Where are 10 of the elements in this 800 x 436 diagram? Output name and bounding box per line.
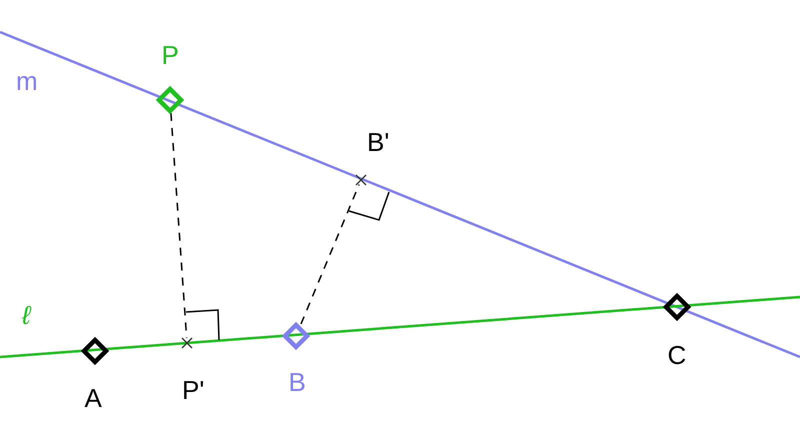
point-label: P: [162, 42, 179, 68]
line-label: ℓ: [22, 302, 30, 328]
point-label: A: [84, 385, 102, 411]
dashed-line: [170, 112, 188, 338]
point-label: B': [367, 129, 390, 155]
line-label: m: [16, 68, 38, 94]
point-label: B: [288, 369, 306, 395]
point-label: P': [182, 377, 204, 403]
dashed-line: [300, 184, 360, 324]
point-label: C: [668, 342, 686, 368]
